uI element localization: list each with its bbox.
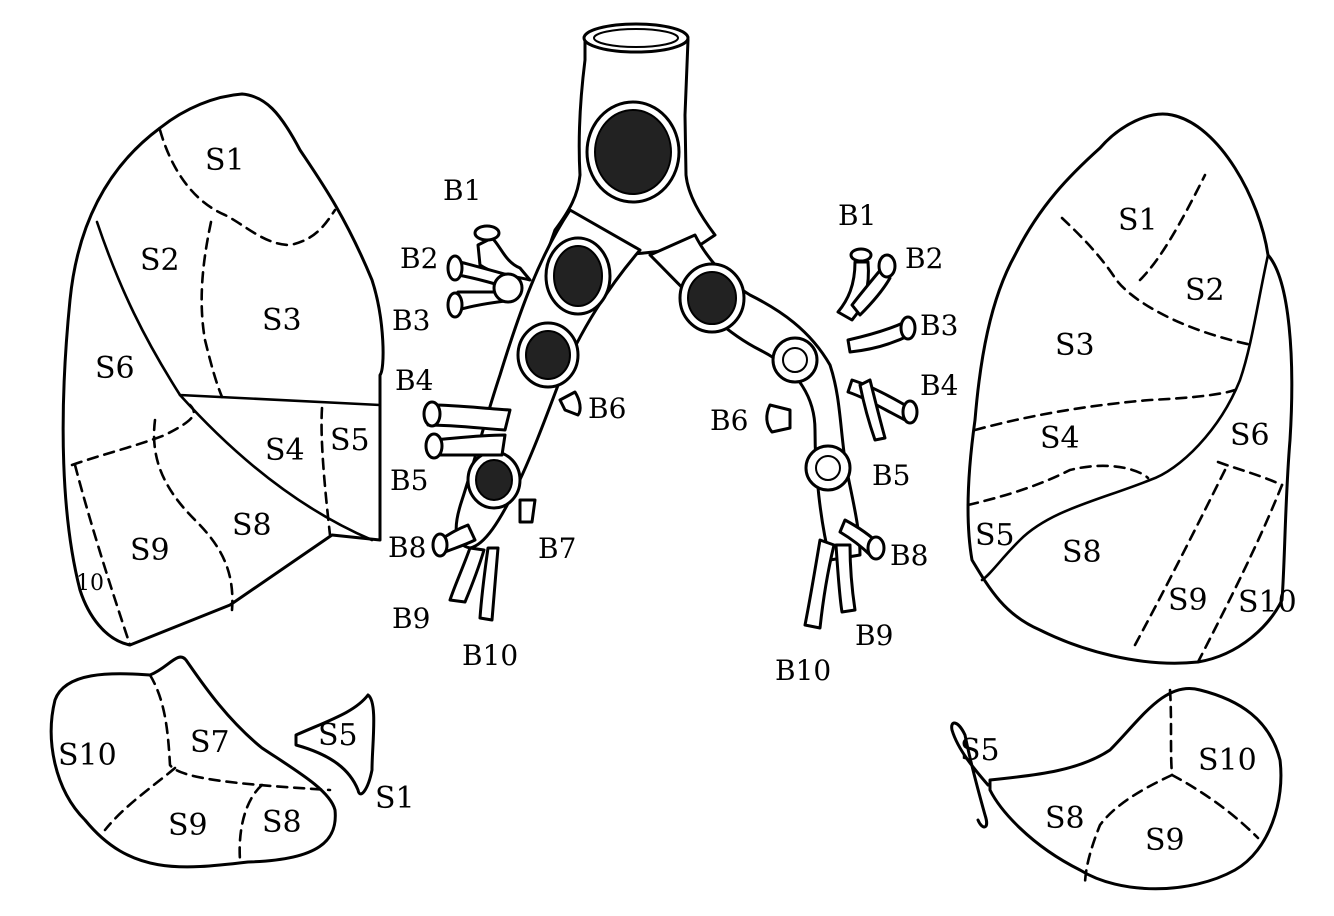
left-b1-label: B1 <box>838 199 876 232</box>
right-s6-label: S6 <box>95 351 135 386</box>
right-medial-s7-label: S7 <box>190 725 230 760</box>
left-bronchi-labels: B1 B2 B3 B4 B5 B6 B8 B9 B10 <box>710 199 958 687</box>
left-b3-label: B3 <box>920 309 958 342</box>
left-lung-labels: S1 S2 S3 S4 S5 S6 S8 S9 S10 S5 S10 S8 S9 <box>960 203 1297 858</box>
left-b9-label: B9 <box>855 619 893 652</box>
left-medial-s9-label: S9 <box>1145 823 1185 858</box>
right-s9-label: S9 <box>130 533 170 568</box>
left-medial-s5-label: S5 <box>960 733 1000 768</box>
right-b5-label: B5 <box>390 464 428 497</box>
right-fragment-s1-label: S1 <box>375 781 415 816</box>
left-s10-label: S10 <box>1238 585 1297 620</box>
right-b9-label: B9 <box>392 602 430 635</box>
right-lung-medial <box>49 655 337 869</box>
right-b7-label: B7 <box>538 532 576 565</box>
right-bronchi-labels: B1 B2 B3 B4 B5 B6 B7 B8 B9 B10 <box>388 174 626 672</box>
left-s2-label: S2 <box>1185 273 1225 308</box>
right-s2-label: S2 <box>140 243 180 278</box>
left-s6-label: S6 <box>1230 418 1270 453</box>
left-s9-label: S9 <box>1168 583 1208 618</box>
left-b5-label: B5 <box>872 459 910 492</box>
right-b2-label: B2 <box>400 242 438 275</box>
left-medial-s8-label: S8 <box>1045 801 1085 836</box>
right-s4-label: S4 <box>265 433 305 468</box>
left-s5-label: S5 <box>975 518 1015 553</box>
left-b6-label: B6 <box>710 404 748 437</box>
left-b4-label: B4 <box>920 369 958 402</box>
right-b10-label: B10 <box>462 639 518 672</box>
left-b8-label: B8 <box>890 539 928 572</box>
right-lung-lateral <box>61 92 385 647</box>
right-medial-s10-label: S10 <box>58 738 117 773</box>
right-accessory-fragment <box>294 693 376 796</box>
right-s3-label: S3 <box>262 303 302 338</box>
right-medial-s8-label: S8 <box>262 805 302 840</box>
left-s8-label: S8 <box>1062 535 1102 570</box>
right-b8-label: B8 <box>388 531 426 564</box>
right-b1-label: B1 <box>443 174 481 207</box>
left-b2-label: B2 <box>905 242 943 275</box>
left-lung-lateral <box>966 112 1294 665</box>
left-s3-label: S3 <box>1055 328 1095 363</box>
bronchial-tree <box>422 22 919 630</box>
right-fragment-s5-label: S5 <box>318 718 358 753</box>
left-lung-medial <box>950 687 1283 891</box>
right-b6-label: B6 <box>588 392 626 425</box>
right-s10-label: 10 <box>76 571 104 596</box>
left-b10-label: B10 <box>775 654 831 687</box>
right-b3-label: B3 <box>392 304 430 337</box>
right-s5-label: S5 <box>330 423 370 458</box>
right-b4-label: B4 <box>395 364 433 397</box>
left-medial-s10-label: S10 <box>1198 743 1257 778</box>
right-medial-s9-label: S9 <box>168 808 208 843</box>
right-s1-label: S1 <box>205 143 245 178</box>
right-s8-label: S8 <box>232 508 272 543</box>
right-lung-labels: S1 S2 S3 S4 S5 S6 S8 S9 10 S10 S7 S9 S8 … <box>58 143 415 843</box>
left-s1-label: S1 <box>1118 203 1158 238</box>
left-s4-label: S4 <box>1040 421 1080 456</box>
